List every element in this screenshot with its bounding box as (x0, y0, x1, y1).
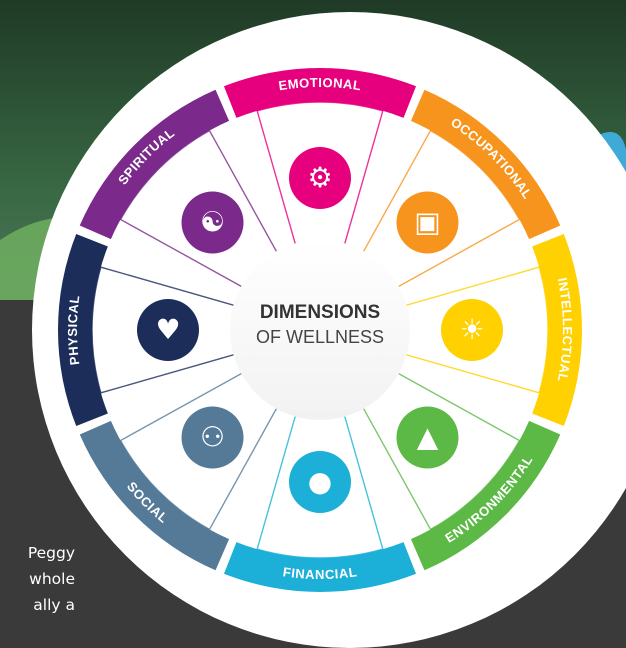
segment-band-financial (223, 542, 417, 593)
segment-band-spiritual (79, 89, 230, 240)
segment-icon-circle-intellectual (441, 299, 503, 361)
piggy-bank-icon: ● (308, 465, 332, 498)
segment-band-occupational (410, 89, 561, 240)
pine-tree-icon: ▲ (417, 420, 439, 453)
segment-icon-circle-emotional (289, 147, 351, 209)
segment-outline-occupational (363, 129, 521, 287)
caption-line-3: ally a (33, 596, 75, 614)
segment-icon-circle-social (181, 406, 244, 469)
segment-label-physical: PHYSICAL (65, 294, 82, 366)
segment-icon-circle-spiritual (181, 191, 244, 254)
segment-band-emotional (223, 68, 417, 118)
wheel-center (230, 240, 410, 420)
segment-icon-circle-environmental (396, 406, 459, 469)
segment-band-social (79, 420, 230, 571)
segment-outline-financial (256, 416, 384, 559)
segment-icon-circle-physical (137, 299, 199, 361)
lightbulb-icon: ☀ (459, 313, 484, 346)
segment-label-intellectual: INTELLECTUAL (554, 276, 574, 383)
segment-outline-environmental (363, 373, 521, 531)
people-group-icon: ⚇ (200, 420, 225, 453)
segment-label-financial: FINANCIAL (282, 565, 358, 583)
caption-line-1: Peggy (27, 544, 75, 562)
meditation-icon: ☯ (200, 206, 225, 239)
segment-band-environmental (410, 420, 561, 571)
segment-icon-circle-financial (289, 451, 351, 513)
center-subtitle: OF WELLNESS (256, 327, 384, 347)
segment-outline-intellectual (406, 266, 549, 394)
segment-icon-circle-occupational (396, 191, 459, 254)
briefcase-icon: ▣ (414, 206, 440, 239)
segment-band-intellectual (532, 233, 582, 427)
caption-line-2: whole (29, 570, 75, 588)
segment-outline-emotional (256, 101, 384, 244)
segment-outline-social (119, 373, 277, 531)
segment-label-emotional: EMOTIONAL (278, 75, 363, 93)
head-gears-icon: ⚙ (307, 161, 332, 194)
center-title: DIMENSIONS (260, 302, 380, 323)
segment-outline-physical (91, 266, 234, 394)
segment-outline-spiritual (119, 129, 277, 287)
heart-pulse-icon: ♥ (155, 313, 180, 346)
segment-band-physical (58, 233, 108, 427)
